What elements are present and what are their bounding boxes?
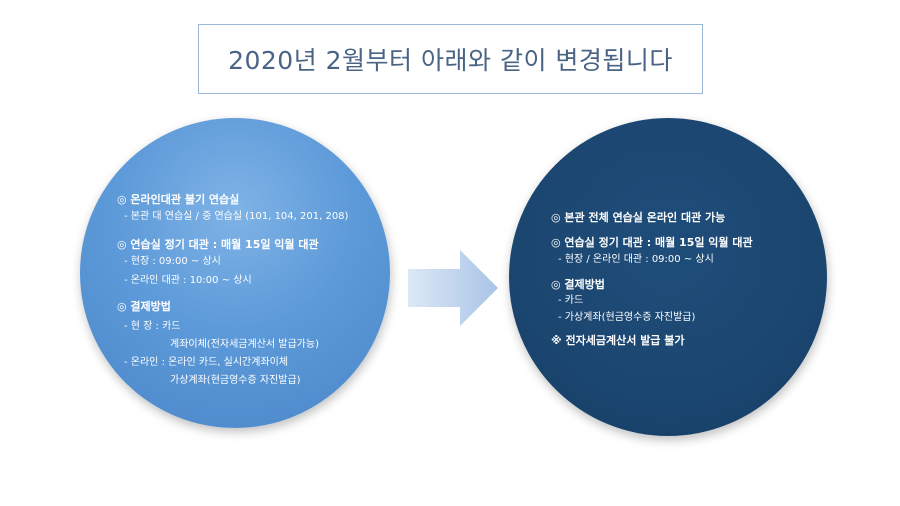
after-circle: [509, 118, 827, 436]
before-line-4: - 현장 : 09:00 ~ 상시: [124, 256, 221, 267]
page-title: 2020년 2월부터 아래와 같이 변경됩니다: [228, 46, 673, 75]
before-line-1: ◎ 온라인대관 불기 연습실: [117, 193, 240, 206]
before-line-3: ◎ 연습실 정기 대관 : 매월 15일 익월 대관: [117, 238, 319, 251]
before-line-7: - 현 장 : 카드: [124, 321, 181, 332]
before-line-2: - 본관 대 연습실 / 중 연습실 (101, 104, 201, 208): [124, 211, 349, 222]
after-line-5: - 카드: [558, 295, 584, 306]
before-line-10: 가상계좌(현금영수증 자진발급): [170, 375, 301, 386]
before-line-6: ◎ 결제방법: [117, 300, 171, 313]
right-arrow-icon: [408, 250, 498, 326]
after-line-6: - 가상계좌(현금영수증 자진발급): [558, 312, 696, 323]
before-circle: [80, 118, 390, 428]
before-line-8: 계좌이체(전자세금계산서 발급가능): [170, 339, 319, 350]
after-line-7: ※ 전자세금계산서 발급 불가: [551, 334, 685, 347]
after-line-1: ◎ 본관 전체 연습실 온라인 대관 가능: [551, 211, 726, 224]
after-line-4: ◎ 결제방법: [551, 278, 605, 291]
after-line-2: ◎ 연습실 정기 대관 : 매월 15일 익월 대관: [551, 236, 753, 249]
before-line-5: - 온라인 대관 : 10:00 ~ 상시: [124, 275, 252, 286]
before-line-9: - 온라인 : 온라인 카드, 실시간계좌이체: [124, 357, 289, 368]
title-box: 2020년 2월부터 아래와 같이 변경됩니다: [198, 24, 703, 94]
after-line-3: - 현장 / 온라인 대관 : 09:00 ~ 상시: [558, 254, 714, 265]
